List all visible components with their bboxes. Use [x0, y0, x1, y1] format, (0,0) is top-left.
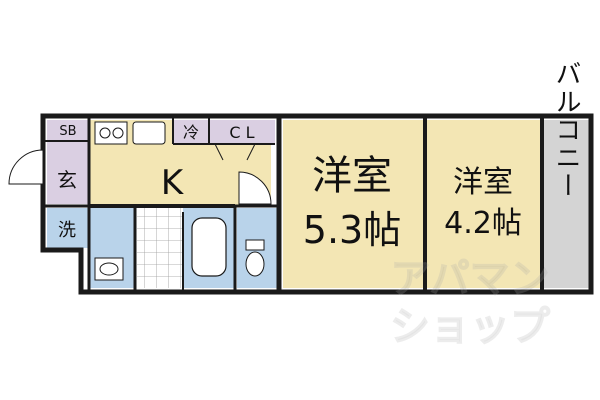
fridge-area: [173, 120, 209, 144]
toilet-icon: [245, 239, 265, 277]
watermark-line1: アパマン: [390, 256, 549, 302]
western-room-2-area: [427, 120, 540, 288]
stove-icon: [94, 121, 128, 145]
balcony-label: バルコニー: [551, 60, 581, 200]
wash-basin-icon: [94, 257, 124, 281]
laundry-area: [47, 208, 89, 248]
watermark-logo: アパマン ショップ: [390, 256, 551, 351]
laundry-label: 洗: [58, 220, 76, 241]
genkan-area: [47, 142, 89, 204]
western-room-1-area: [283, 120, 423, 288]
walls: [40, 113, 594, 295]
western-room-2-size: 4.2帖: [444, 206, 522, 241]
western-room-2-name: 洋室: [453, 165, 513, 200]
shoe-box-area: [47, 120, 89, 140]
kitchen-label: K: [161, 163, 185, 203]
hall-door-icon: [238, 171, 272, 205]
closet-door-icon: [214, 143, 256, 161]
western-room-1-name: 洋室: [312, 153, 392, 199]
fridge-label: 冷: [183, 123, 199, 142]
closet-label: C L: [229, 123, 254, 142]
balcony-area: [544, 120, 589, 288]
genkan-label: 玄: [57, 168, 77, 192]
kitchen-sink-icon: [132, 121, 166, 145]
sb-label: SB: [59, 124, 76, 139]
western-room-1-size: 5.3帖: [303, 208, 401, 252]
watermark-line2: ショップ: [390, 304, 550, 350]
bathtub-icon: [191, 217, 227, 277]
closet-area: [209, 120, 275, 144]
corridor-tiles: [137, 208, 183, 288]
entrance-door-icon: [8, 149, 44, 185]
